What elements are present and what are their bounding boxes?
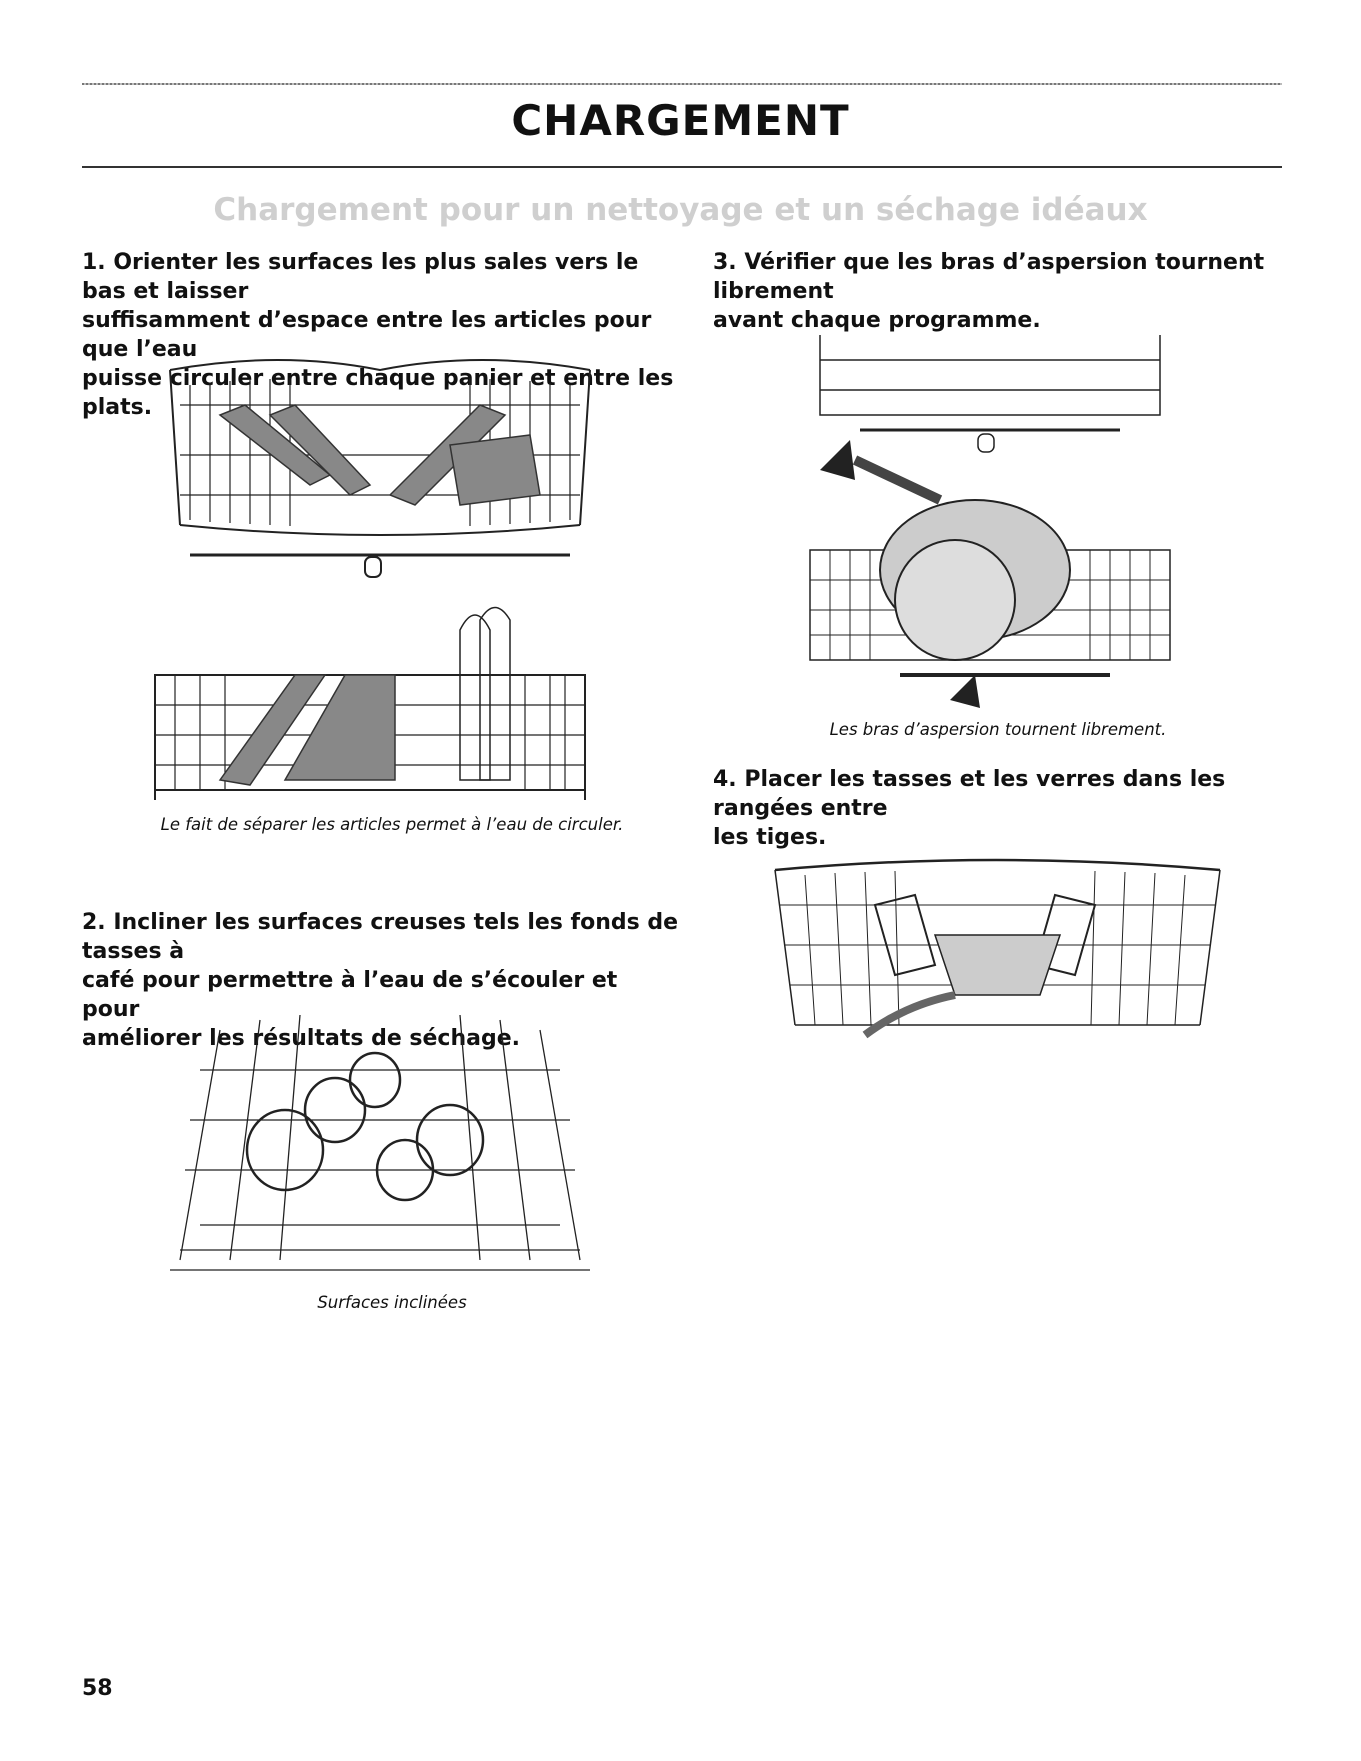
section-title: Chargement pour un nettoyage et un sécha… bbox=[213, 192, 1148, 228]
step-2-text: 2. Incliner les surfaces creuses tels le… bbox=[82, 908, 682, 1053]
top-rule bbox=[82, 83, 1282, 85]
dish-rack-upper-illustration bbox=[169, 359, 591, 578]
spray-arms-rack-illustration bbox=[809, 335, 1171, 708]
dish-rack-lower-illustration bbox=[154, 606, 586, 800]
step-2-line: améliorer les résultats de séchage. bbox=[82, 1026, 521, 1051]
step-3-line: 3. Vérifier que les bras d’aspersion tou… bbox=[713, 250, 1265, 304]
step-2-line: 2. Incliner les surfaces creuses tels le… bbox=[82, 910, 679, 964]
step-1-caption: Le fait de séparer les articles permet à… bbox=[160, 815, 624, 834]
step-3-caption: Les bras d’aspersion tournent librement. bbox=[829, 720, 1167, 739]
page-title: CHARGEMENT bbox=[511, 96, 850, 145]
step-2-line: café pour permettre à l’eau de s’écouler… bbox=[82, 968, 618, 1022]
step-4-line: les tiges. bbox=[713, 825, 827, 850]
step-3-text: 3. Vérifier que les bras d’aspersion tou… bbox=[713, 248, 1283, 335]
tilted-cups-rack-illustration bbox=[170, 1014, 590, 1271]
step-2-caption: Surfaces inclinées bbox=[317, 1293, 467, 1312]
step-1-line: suffisamment d’espace entre les articles… bbox=[82, 308, 652, 362]
step-1-line: 1. Orienter les surfaces les plus sales … bbox=[82, 250, 639, 304]
page-number: 58 bbox=[82, 1676, 113, 1701]
glasses-rack-illustration bbox=[774, 858, 1221, 1039]
step-4-text: 4. Placer les tasses et les verres dans … bbox=[713, 765, 1283, 852]
title-rule bbox=[82, 166, 1282, 168]
step-3-line: avant chaque programme. bbox=[713, 308, 1041, 333]
step-4-line: 4. Placer les tasses et les verres dans … bbox=[713, 767, 1226, 821]
